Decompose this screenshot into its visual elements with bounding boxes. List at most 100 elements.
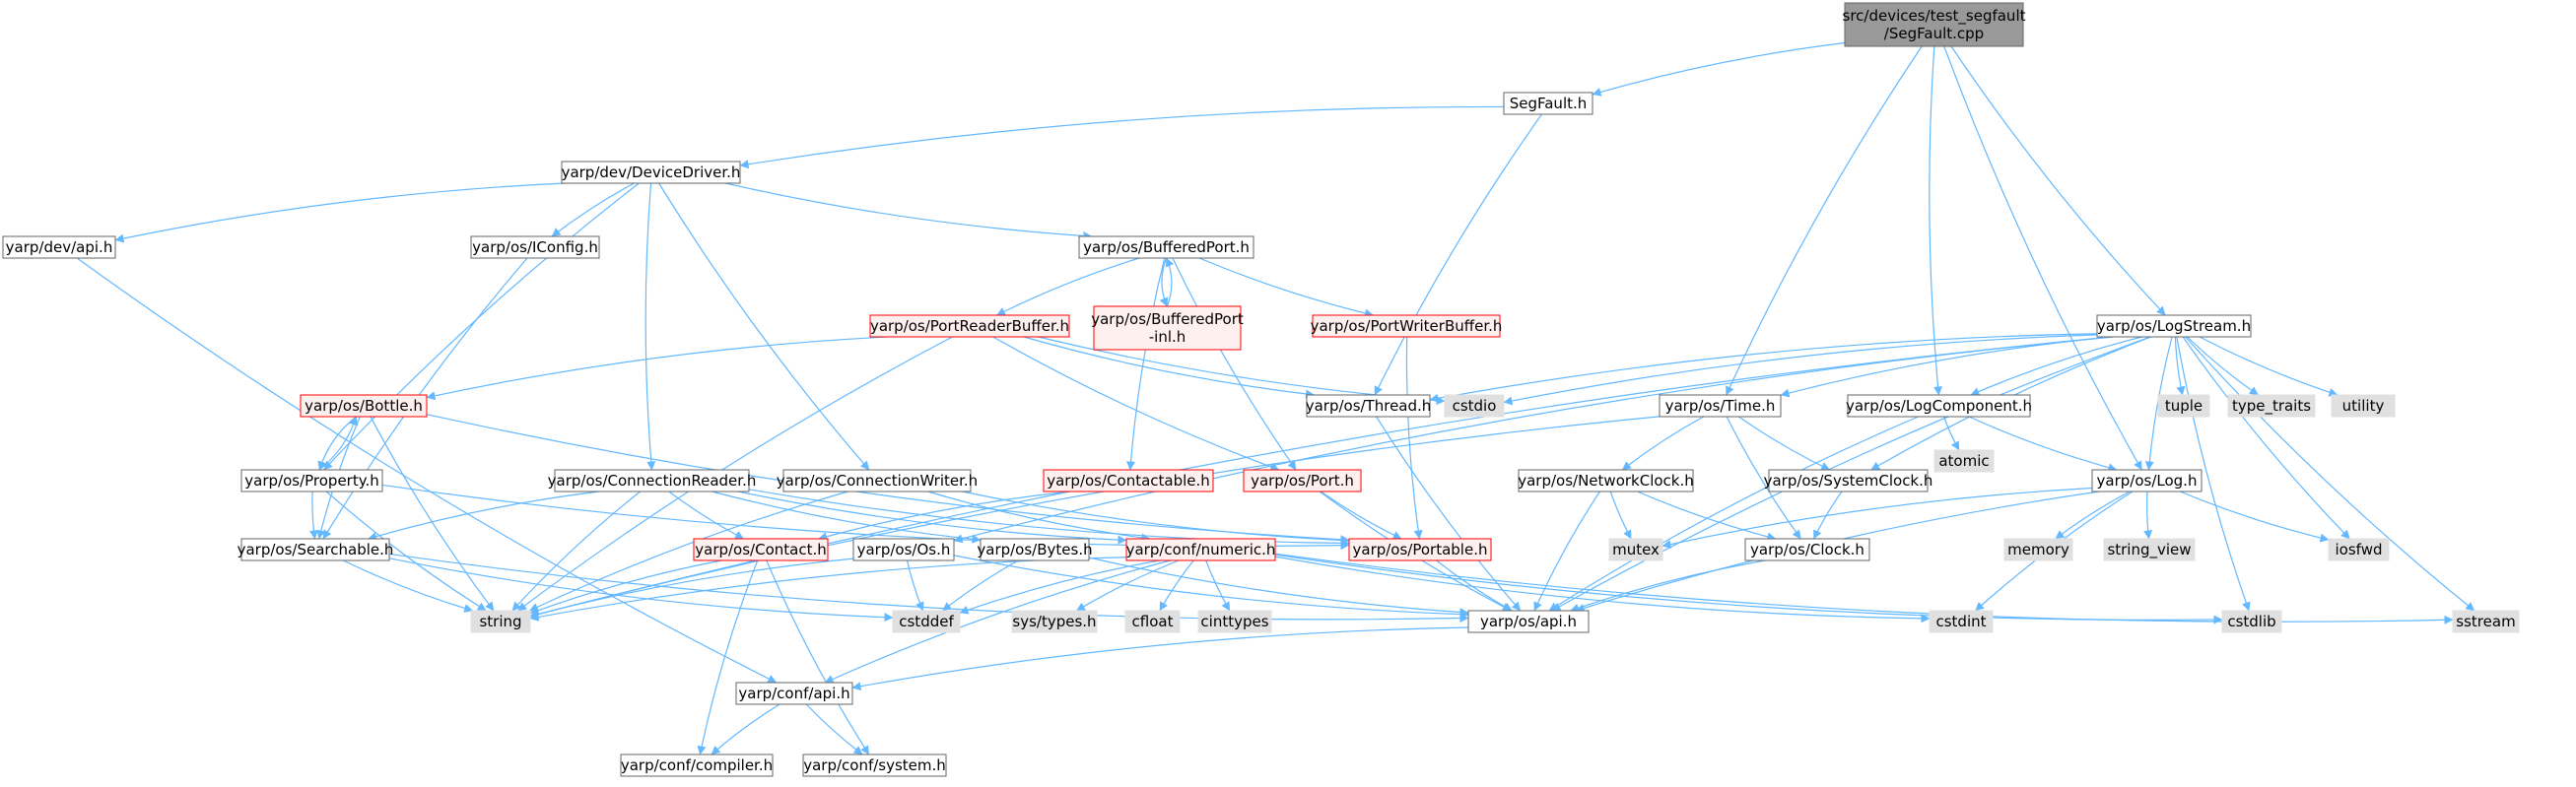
node-networkclock[interactable]: yarp/os/NetworkClock.h — [1518, 469, 1694, 492]
edge-searchable-to-cstddef — [388, 557, 894, 623]
node-label: string_view — [2107, 541, 2191, 559]
node-box — [1348, 538, 1492, 561]
node-searchable[interactable]: yarp/os/Searchable.h — [237, 538, 394, 561]
node-box — [1197, 610, 1272, 633]
node-dev_api[interactable]: yarp/dev/api.h — [2, 235, 116, 259]
node-contactable[interactable]: yarp/os/Contactable.h — [1043, 469, 1214, 492]
node-label: yarp/os/Time.h — [1665, 397, 1776, 415]
edge-connectionreader-to-contact — [668, 491, 745, 540]
node-clock[interactable]: yarp/os/Clock.h — [1744, 538, 1870, 561]
node-devicedriver[interactable]: yarp/dev/DeviceDriver.h — [561, 161, 741, 184]
node-os_api[interactable]: yarp/os/api.h — [1467, 610, 1590, 633]
edge-log-to-iosfwd — [2180, 491, 2330, 543]
node-label: sys/types.h — [1012, 613, 1096, 630]
node-logstream[interactable]: yarp/os/LogStream.h — [2096, 314, 2252, 338]
edge-connectionreader-to-bytes — [712, 491, 982, 544]
node-root[interactable]: src/devices/test_segfault/SegFault.cpp — [1843, 2, 2026, 47]
node-bottle[interactable]: yarp/os/Bottle.h — [300, 394, 428, 418]
node-port[interactable]: yarp/os/Port.h — [1243, 469, 1362, 492]
edge-time-to-networkclock — [1621, 416, 1704, 471]
node-time[interactable]: yarp/os/Time.h — [1659, 394, 1782, 418]
edge-property-to-bottle — [318, 416, 359, 471]
edge-logstream-to-os_h — [953, 336, 2113, 544]
edge-root-to-logcomponent — [1929, 45, 1943, 396]
node-label: yarp/os/Bottle.h — [305, 397, 423, 415]
node-contact[interactable]: yarp/os/Contact.h — [693, 538, 829, 561]
edge-logstream-to-sstream — [2185, 336, 2475, 612]
node-box — [1124, 610, 1181, 633]
edge-networkclock-to-mutex — [1609, 491, 1632, 540]
node-conf_api[interactable]: yarp/conf/api.h — [735, 682, 853, 705]
node-bufferedport[interactable]: yarp/os/BufferedPort.h — [1078, 235, 1254, 259]
node-connectionwriter[interactable]: yarp/os/ConnectionWriter.h — [777, 469, 978, 492]
edge-logcomponent-to-atomic — [1942, 416, 1960, 451]
node-portable[interactable]: yarp/os/Portable.h — [1348, 538, 1492, 561]
node-label: yarp/os/api.h — [1480, 613, 1577, 630]
edge-bufferedport-to-portreaderbuffer — [996, 257, 1140, 316]
edge-logcomponent-to-log — [1968, 416, 2118, 473]
node-mutex: mutex — [1608, 538, 1663, 561]
node-box — [869, 314, 1070, 338]
node-connectionreader[interactable]: yarp/os/ConnectionReader.h — [548, 469, 757, 492]
edge-bytes-to-os_api — [1088, 557, 1469, 618]
node-iconfig[interactable]: yarp/os/IConfig.h — [470, 235, 600, 259]
edge-portreaderbuffer-to-bottle — [426, 336, 888, 401]
edge-connectionwriter-to-portable — [962, 491, 1350, 545]
edge-os_h-to-string — [529, 557, 854, 619]
edge-connectionwriter-to-string — [528, 491, 848, 612]
node-portreaderbuffer[interactable]: yarp/os/PortReaderBuffer.h — [869, 314, 1070, 338]
node-compiler[interactable]: yarp/conf/compiler.h — [620, 754, 774, 777]
node-label: yarp/os/Log.h — [2097, 472, 2198, 490]
node-box — [2328, 538, 2390, 561]
node-os_h[interactable]: yarp/os/Os.h — [852, 538, 955, 561]
node-box — [554, 469, 750, 492]
edge-conf_api-to-system — [805, 703, 863, 755]
edge-systemclock-to-clock — [1812, 491, 1843, 540]
node-box — [240, 469, 383, 492]
edge-logstream-to-cstdio — [1503, 334, 2098, 406]
node-box — [1744, 538, 1870, 561]
node-box — [561, 161, 741, 184]
node-label: type_traits — [2232, 397, 2311, 416]
node-box — [892, 610, 961, 633]
node-bufferedport_inl[interactable]: yarp/os/BufferedPort-inl.h — [1091, 305, 1244, 351]
node-label: cstdio — [1453, 397, 1497, 415]
node-label: mutex — [1612, 541, 1660, 558]
edge-os_h-to-cstddef — [906, 559, 924, 612]
node-systemclock[interactable]: yarp/os/SystemClock.h — [1764, 469, 1933, 492]
edge-portreaderbuffer-to-string — [517, 336, 953, 612]
node-numeric[interactable]: yarp/conf/numeric.h — [1125, 538, 1276, 561]
node-box — [2103, 538, 2196, 561]
node-system[interactable]: yarp/conf/system.h — [802, 754, 947, 777]
edge-bytes-to-cstddef — [942, 559, 1019, 612]
node-box — [1503, 92, 1593, 115]
edge-logstream-to-thread — [1429, 333, 2098, 403]
node-label: yarp/os/Contactable.h — [1047, 472, 1210, 490]
node-segfault_h[interactable]: SegFault.h — [1503, 92, 1593, 115]
node-logcomponent[interactable]: yarp/os/LogComponent.h — [1846, 394, 2032, 418]
node-label: yarp/os/Bytes.h — [977, 541, 1092, 558]
edge-devicedriver-to-property — [323, 182, 640, 471]
node-label: cstdint — [1935, 613, 1986, 630]
node-cstddef: cstddef — [892, 610, 961, 633]
node-thread[interactable]: yarp/os/Thread.h — [1306, 394, 1432, 418]
node-property[interactable]: yarp/os/Property.h — [240, 469, 383, 492]
edge-logstream-to-type_traits — [2187, 336, 2259, 396]
edge-logstream-to-iosfwd — [2182, 336, 2350, 540]
node-box — [1125, 538, 1276, 561]
node-box — [1243, 469, 1362, 492]
edge-logstream-to-time — [1780, 336, 2113, 398]
node-label: yarp/os/Clock.h — [1750, 541, 1864, 558]
edge-os_h-to-os_api — [953, 555, 1469, 620]
node-log[interactable]: yarp/os/Log.h — [2091, 469, 2203, 492]
edge-numeric-to-systypes — [1075, 559, 1180, 612]
node-portwriterbuffer[interactable]: yarp/os/PortWriterBuffer.h — [1311, 314, 1503, 338]
node-label: SegFault.h — [1510, 95, 1588, 112]
node-bytes[interactable]: yarp/os/Bytes.h — [977, 538, 1093, 561]
node-label: yarp/os/IConfig.h — [472, 238, 598, 256]
node-box — [802, 754, 947, 777]
node-label: yarp/os/PortWriterBuffer.h — [1311, 317, 1503, 335]
node-label: yarp/os/Os.h — [857, 541, 951, 558]
edge-devicedriver-to-dev_api — [114, 182, 566, 243]
edge-log-to-mutex — [1661, 487, 2093, 549]
